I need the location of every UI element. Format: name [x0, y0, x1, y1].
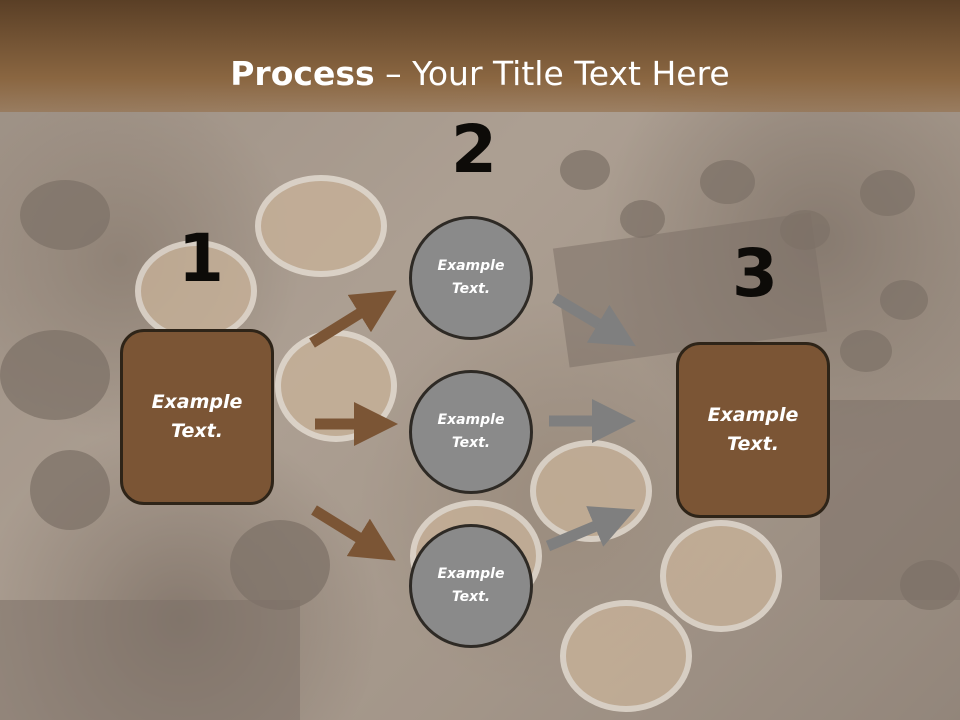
arrow-1-to-bottom: [311, 505, 396, 561]
step-2-label-top: Example Text.: [437, 258, 505, 297]
step-2-circle-top: Example Text.: [409, 216, 533, 340]
step-1-box: Example Text.: [120, 329, 274, 505]
step-1-number: 1: [178, 220, 224, 297]
slide-title: Process – Your Title Text Here: [0, 54, 960, 93]
step-3-number: 3: [732, 235, 778, 312]
step-3-box: Example Text.: [676, 342, 830, 518]
arrow-top-to-3: [552, 293, 636, 347]
step-3-label: Example Text.: [707, 404, 799, 455]
title-bar: [0, 0, 960, 112]
arrow-bottom-to-3: [545, 506, 636, 552]
title-rest: – Your Title Text Here: [374, 54, 730, 93]
arrow-1-to-top: [309, 290, 397, 348]
step-2-circle-bottom: Example Text.: [409, 524, 533, 648]
step-1-label: Example Text.: [151, 391, 243, 442]
step-2-circle-middle: Example Text.: [409, 370, 533, 494]
step-2-label-middle: Example Text.: [437, 412, 505, 451]
title-bold: Process: [230, 54, 375, 93]
step-2-number: 2: [451, 111, 497, 188]
step-2-label-bottom: Example Text.: [437, 566, 505, 605]
